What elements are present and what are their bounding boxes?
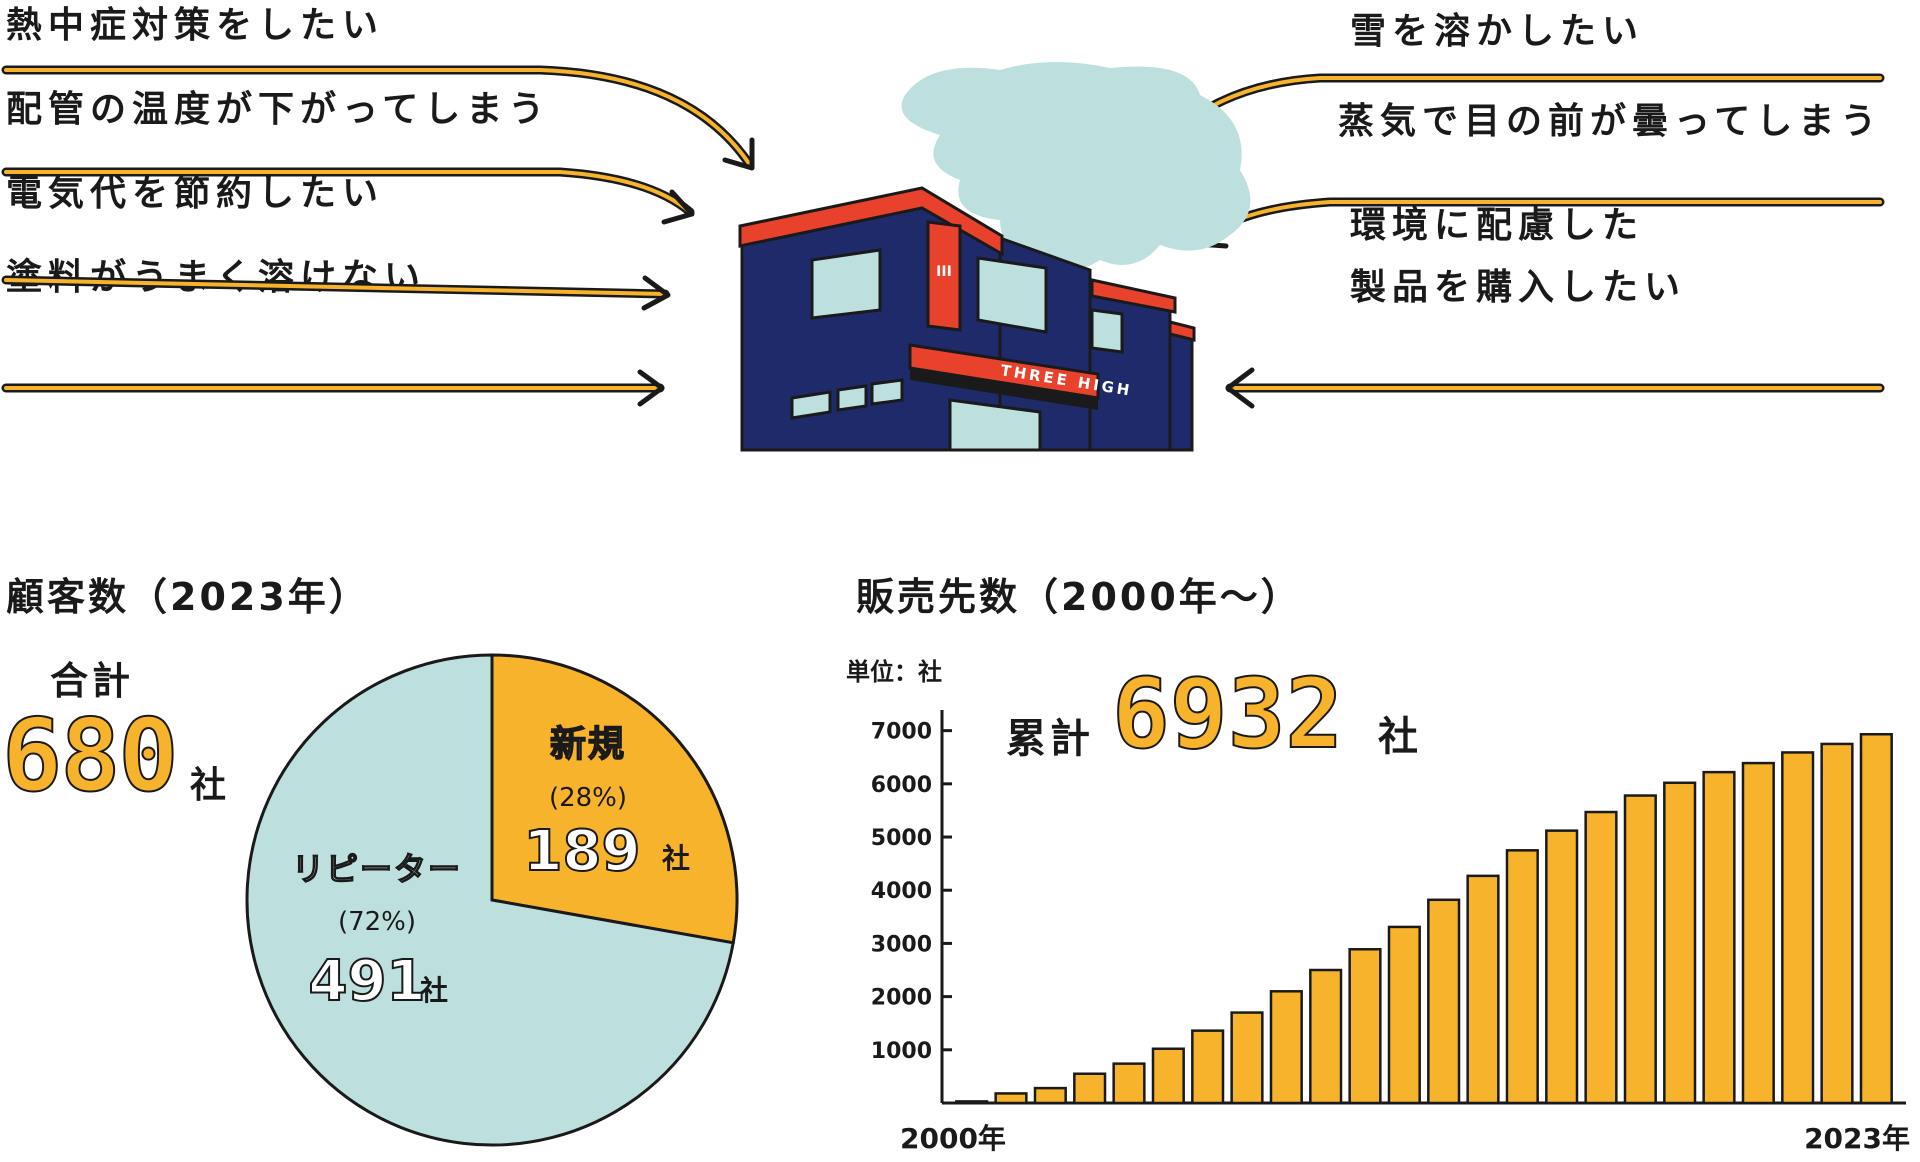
pie-pct-new: (28%)	[549, 783, 627, 813]
pie-value-new: 189	[524, 819, 641, 884]
bar-9	[1309, 968, 1343, 1105]
sales-title: 販売先数（2000年〜）	[856, 575, 1302, 619]
right-arrows-fill	[1138, 76, 1882, 390]
sales-cum-unit: 社	[1378, 714, 1418, 760]
bar-15	[1545, 829, 1579, 1105]
need-right-3: 環境に配慮した	[1350, 205, 1645, 246]
bar-6	[1191, 1029, 1225, 1105]
bar-18	[1663, 781, 1697, 1105]
sales-cum-label: 累計	[1006, 716, 1094, 762]
y-tick-label: 1000	[871, 1039, 932, 1064]
customers-total-unit: 社	[190, 765, 227, 806]
bar-13	[1466, 874, 1500, 1105]
bar-17	[1623, 794, 1657, 1105]
bar-4	[1112, 1062, 1146, 1105]
bar-1	[994, 1092, 1028, 1105]
customers-total-value: 680	[1, 697, 180, 814]
steam-cloud	[901, 61, 1251, 269]
left-arrows-outline	[1, 65, 755, 393]
need-right-2: 蒸気で目の前が曇ってしまう	[1338, 101, 1883, 142]
left-arrowheads	[637, 137, 755, 407]
bar-5	[1151, 1047, 1185, 1105]
need-left-2: 配管の温度が下がってしまう	[6, 89, 551, 130]
building: III THREE HIGH	[738, 186, 1196, 452]
bar-19	[1702, 770, 1736, 1105]
sales-cum-value: 6932	[1111, 658, 1344, 770]
y-tick-label: 4000	[871, 879, 932, 904]
bar-11	[1387, 925, 1421, 1105]
bar-23	[1859, 733, 1893, 1105]
y-tick-label: 5000	[871, 826, 932, 851]
bar-3	[1073, 1072, 1107, 1105]
pie-chart: 新規 (28%) 189 社 リピーター (72%) 491 社	[245, 653, 739, 1147]
pie-pct-repeat: (72%)	[338, 907, 416, 937]
sales-unit-note: 単位：社	[846, 658, 942, 686]
bar-8	[1269, 990, 1303, 1105]
bar-chart: 1000 2000 3000 4000 5000 6000 7000 2000年 2023年	[871, 710, 1910, 1155]
pie-label-repeat: リピーター	[292, 850, 462, 888]
need-right-4: 製品を購入したい	[1350, 267, 1687, 308]
bar-20	[1741, 761, 1775, 1105]
bar-2	[1033, 1086, 1067, 1105]
y-tick-label: 7000	[871, 720, 932, 745]
pie-unit-new: 社	[662, 842, 690, 875]
building-logo: III	[936, 264, 952, 280]
bar-7	[1230, 1011, 1264, 1105]
need-right-1: 雪を溶かしたい	[1350, 11, 1645, 52]
customers-total-label: 合計	[50, 659, 135, 703]
bar-0	[955, 1100, 989, 1105]
bar-y-ticks: 1000 2000 3000 4000 5000 6000 7000	[871, 720, 952, 1064]
pie-label-new: 新規	[550, 724, 626, 765]
y-tick-label: 2000	[871, 986, 932, 1011]
bar-series	[955, 733, 1893, 1105]
bar-16	[1584, 810, 1618, 1105]
y-tick-label: 6000	[871, 773, 932, 798]
need-left-1: 熱中症対策をしたい	[6, 5, 385, 46]
pie-unit-repeat: 社	[420, 974, 448, 1007]
x-label-end: 2023年	[1804, 1122, 1910, 1155]
need-left-3: 電気代を節約したい	[6, 173, 385, 214]
bar-22	[1820, 742, 1854, 1105]
pie-slice-1	[245, 653, 735, 1147]
right-arrows-outline	[1135, 73, 1885, 393]
arrows-and-building: III THREE HIGH	[1, 61, 1885, 452]
bar-12	[1427, 898, 1461, 1105]
left-arrows-fill	[4, 68, 752, 390]
bar-21	[1781, 751, 1815, 1105]
pie-slice-0	[490, 653, 739, 945]
customers-title: 顧客数（2023年）	[6, 575, 370, 619]
x-label-start: 2000年	[900, 1122, 1006, 1155]
bar-10	[1348, 948, 1382, 1105]
y-tick-label: 3000	[871, 932, 932, 957]
bar-14	[1505, 849, 1539, 1105]
pie-value-repeat: 491	[309, 949, 426, 1014]
